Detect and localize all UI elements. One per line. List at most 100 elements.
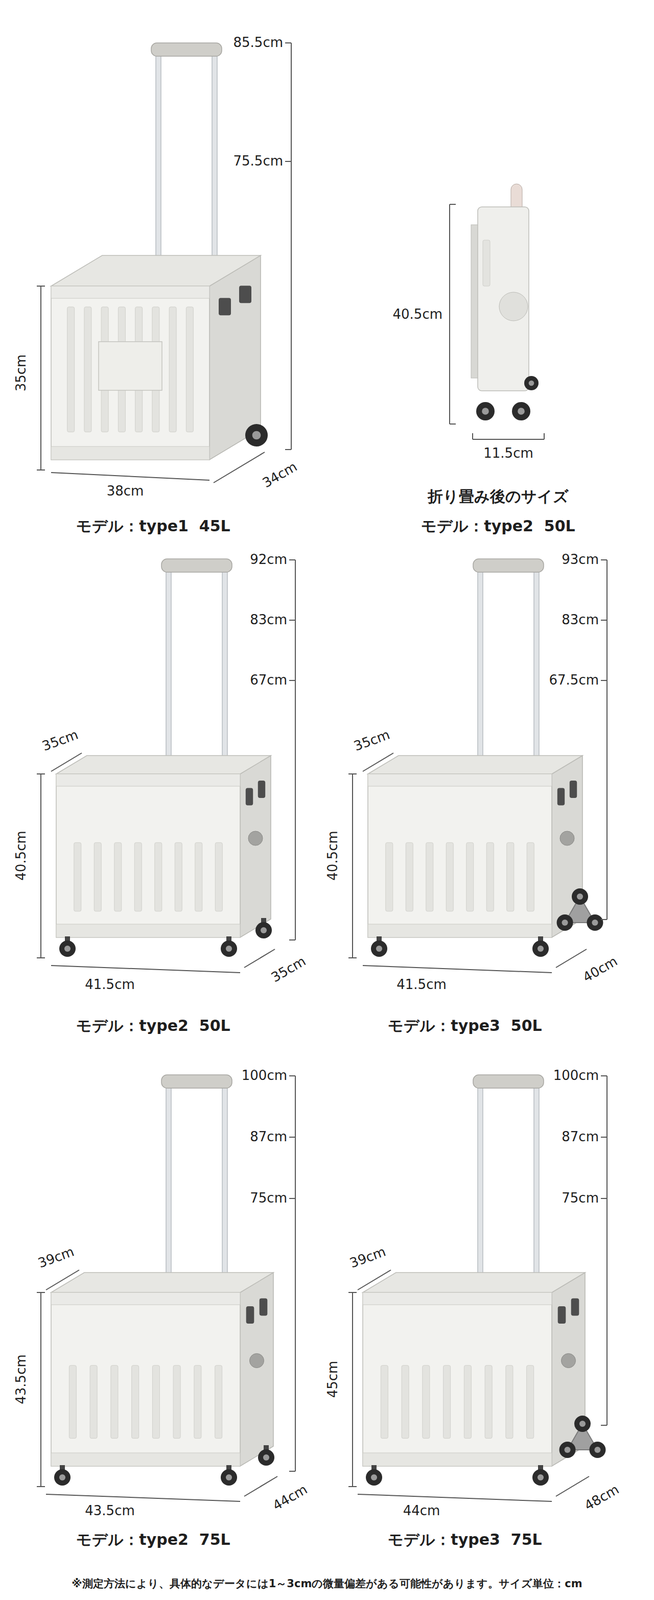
dimension-label: 43.5cm xyxy=(84,1503,135,1520)
dimension-label: 92cm xyxy=(249,552,288,568)
cart-lid xyxy=(51,255,261,287)
label-plate xyxy=(98,341,162,391)
wheel-hub xyxy=(594,1446,601,1454)
dimension-tick xyxy=(289,1075,296,1077)
handle-pole xyxy=(533,562,540,775)
wheel-hub xyxy=(579,1420,586,1428)
dimension-tick xyxy=(36,285,45,287)
dimension-line xyxy=(290,42,292,450)
front-rib xyxy=(215,842,223,912)
wheel-hub xyxy=(564,1446,571,1454)
front-rib xyxy=(74,842,82,912)
side-knob xyxy=(561,1353,576,1369)
dimension-label: 34cm xyxy=(260,459,300,492)
handle-grip xyxy=(473,558,544,573)
dimension-tick xyxy=(600,1425,607,1427)
base-strip xyxy=(51,1453,241,1467)
wheel xyxy=(571,888,589,905)
dimension-tick xyxy=(36,773,45,775)
wheel xyxy=(255,922,272,939)
dimension-tick xyxy=(36,957,45,959)
dimension-tick xyxy=(472,433,474,440)
dimension-line xyxy=(357,1270,391,1291)
dimension-tick xyxy=(289,1198,296,1200)
wheel xyxy=(556,914,574,931)
wheel xyxy=(574,1415,591,1433)
handle-pole xyxy=(477,562,483,775)
dimension-tick xyxy=(600,559,607,561)
dimension-line xyxy=(294,1076,296,1472)
side-window xyxy=(569,780,577,799)
side-window xyxy=(571,1298,580,1316)
model-caption: モデル：type2 75L xyxy=(76,1531,230,1550)
dimension-tick xyxy=(449,203,456,205)
dimension-line xyxy=(606,1076,608,1426)
folded-vent xyxy=(499,292,528,321)
model-caption: モデル：type2 50L xyxy=(76,1017,230,1036)
wheel-hub xyxy=(370,1474,378,1481)
wheel xyxy=(370,940,388,957)
front-rib xyxy=(68,1365,77,1439)
front-rib xyxy=(215,1365,223,1439)
dimension-label: 43.5cm xyxy=(13,1354,30,1405)
dimension-line xyxy=(362,753,394,772)
handle-grip xyxy=(473,1075,544,1089)
handle-pole xyxy=(166,562,172,775)
dimension-tick xyxy=(289,559,296,561)
wheel-hub xyxy=(537,1474,544,1481)
dimension-line xyxy=(51,753,82,772)
dimension-label: 75.5cm xyxy=(232,153,284,170)
front-rib xyxy=(174,842,182,912)
lid-edge xyxy=(362,1292,552,1305)
dimension-tick xyxy=(285,449,292,451)
cart-lid xyxy=(56,755,271,775)
handle-pole xyxy=(155,45,161,287)
side-knob xyxy=(559,831,575,846)
wheel-hub xyxy=(576,893,583,900)
side-window xyxy=(259,1298,268,1316)
dimension-label: 35cm xyxy=(268,953,309,986)
front-rib xyxy=(185,307,194,433)
dimension-label: 40.5cm xyxy=(392,307,443,323)
dimension-tick xyxy=(36,469,45,471)
front-rib xyxy=(426,842,434,912)
wheel xyxy=(365,1469,383,1486)
model-caption: モデル：type2 50L xyxy=(421,517,575,536)
front-rib xyxy=(67,307,75,433)
cart-side xyxy=(240,755,271,938)
side-window xyxy=(239,285,252,303)
dimension-tick xyxy=(348,773,357,775)
folded-rib xyxy=(482,240,490,287)
dimension-label: 100cm xyxy=(241,1068,288,1084)
lid-edge xyxy=(51,286,210,299)
dimension-line xyxy=(555,1476,590,1497)
wheel-hub xyxy=(59,1474,66,1481)
front-rib xyxy=(484,1365,493,1439)
wheel xyxy=(511,402,531,421)
dimension-line xyxy=(45,1270,80,1291)
side-knob xyxy=(248,831,263,846)
dimension-line xyxy=(45,1494,241,1502)
wheel-hub xyxy=(64,945,71,952)
dimension-line xyxy=(40,774,42,959)
dimension-tick xyxy=(600,1198,607,1200)
wheel-hub xyxy=(225,1474,232,1481)
front-rib xyxy=(446,842,454,912)
front-rib xyxy=(84,307,92,433)
dimension-label: 67cm xyxy=(249,672,288,689)
lid-edge xyxy=(56,774,241,787)
wheel-hub xyxy=(260,927,267,934)
front-rib xyxy=(401,1365,409,1439)
dimension-tick xyxy=(600,680,607,682)
wheel xyxy=(524,376,539,391)
dimension-label: 39cm xyxy=(36,1244,77,1272)
wheel-hub xyxy=(481,407,489,415)
lid-edge xyxy=(51,1292,241,1305)
side-window xyxy=(557,788,565,806)
front-rib xyxy=(134,842,142,912)
dimension-line xyxy=(244,949,275,968)
front-rib xyxy=(173,1365,181,1439)
dimension-label: 40cm xyxy=(580,953,621,986)
wheel xyxy=(245,424,268,447)
wheel xyxy=(559,1441,576,1459)
